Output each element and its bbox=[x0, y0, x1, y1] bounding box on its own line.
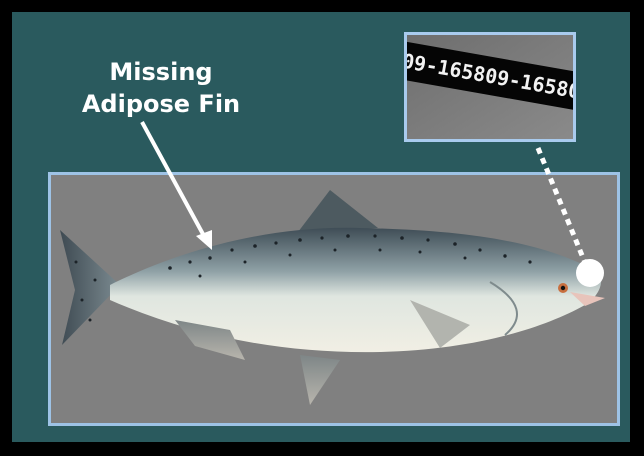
salmon-icon bbox=[60, 190, 605, 405]
tag-location-marker bbox=[576, 259, 604, 287]
anal-fin bbox=[300, 355, 340, 405]
dorsal-fin bbox=[298, 190, 378, 232]
fish-body bbox=[110, 228, 601, 352]
arrow-icon bbox=[142, 122, 212, 250]
